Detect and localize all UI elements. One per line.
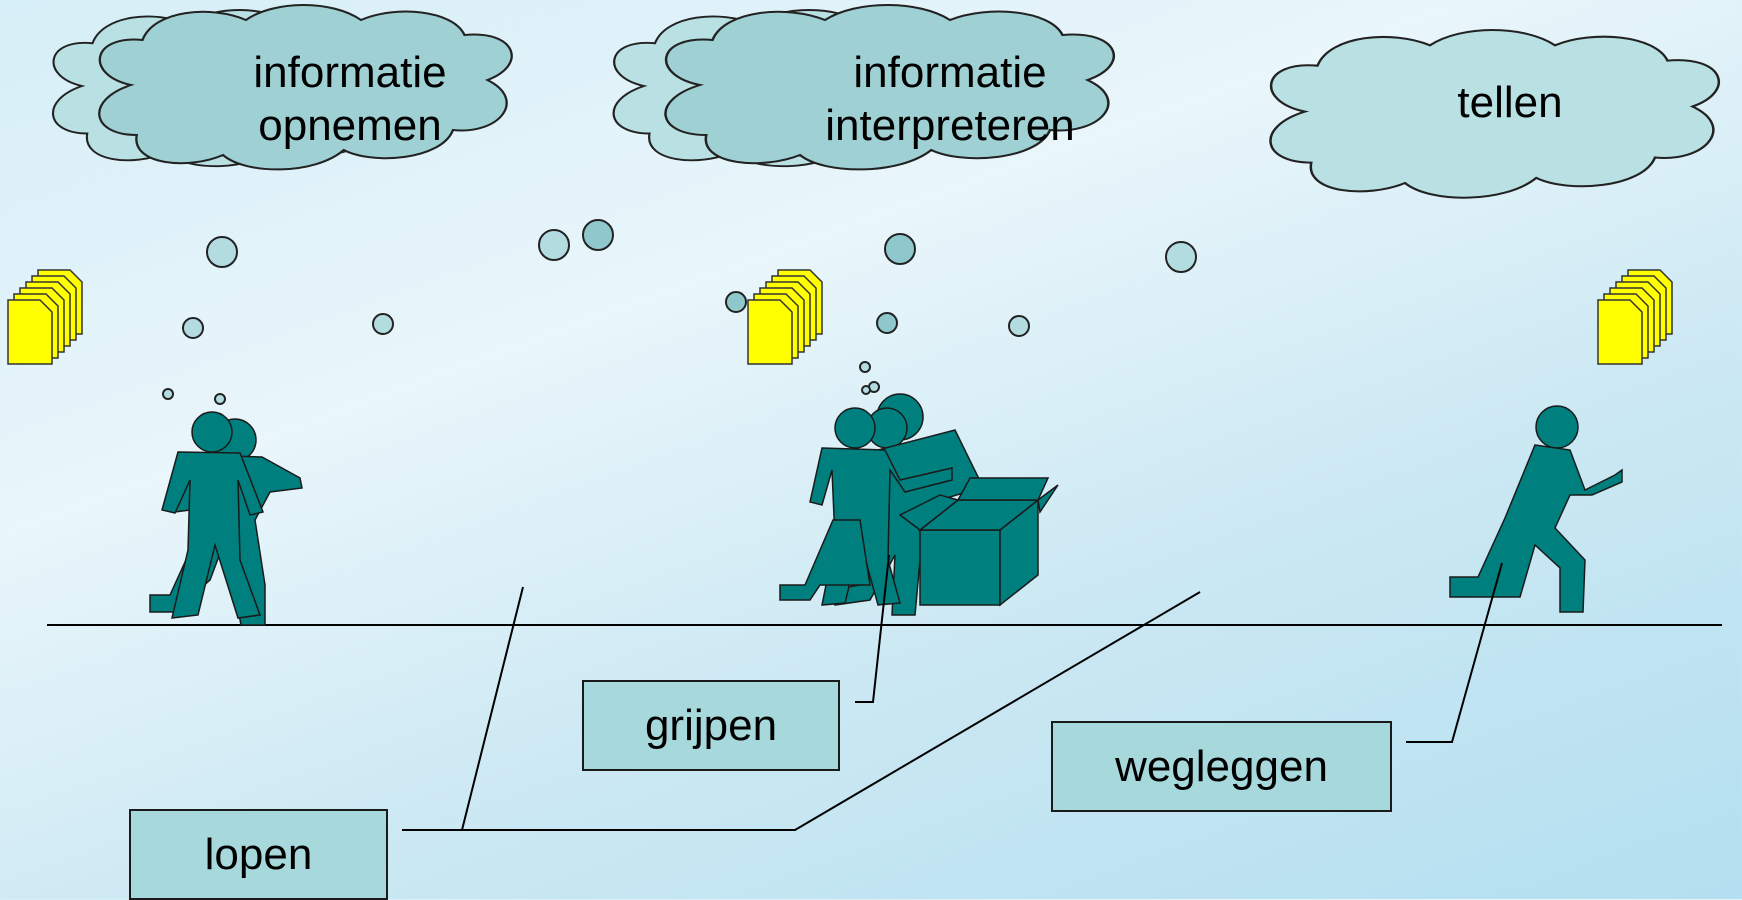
thought-bubbles	[162, 219, 1197, 405]
connector-lines	[402, 554, 1503, 831]
cloud-label-informatie-opnemen: informatie opnemen	[253, 48, 447, 150]
document-stack-left	[7, 269, 83, 365]
document-stack-right	[1597, 269, 1673, 365]
document-stack-middle	[747, 269, 823, 365]
cloud-label-tellen: tellen	[1457, 78, 1563, 127]
label-lopen: lopen	[129, 809, 388, 900]
walking-figure-right	[1449, 405, 1623, 613]
box-icon	[898, 477, 1059, 607]
label-wegleggen: wegleggen	[1051, 721, 1392, 812]
walking-figure-left	[149, 411, 303, 626]
label-grijpen: grijpen	[582, 680, 840, 771]
cloud-label-informatie-interpreteren: informatie interpreteren	[825, 48, 1075, 150]
grabbing-figures	[779, 393, 985, 616]
